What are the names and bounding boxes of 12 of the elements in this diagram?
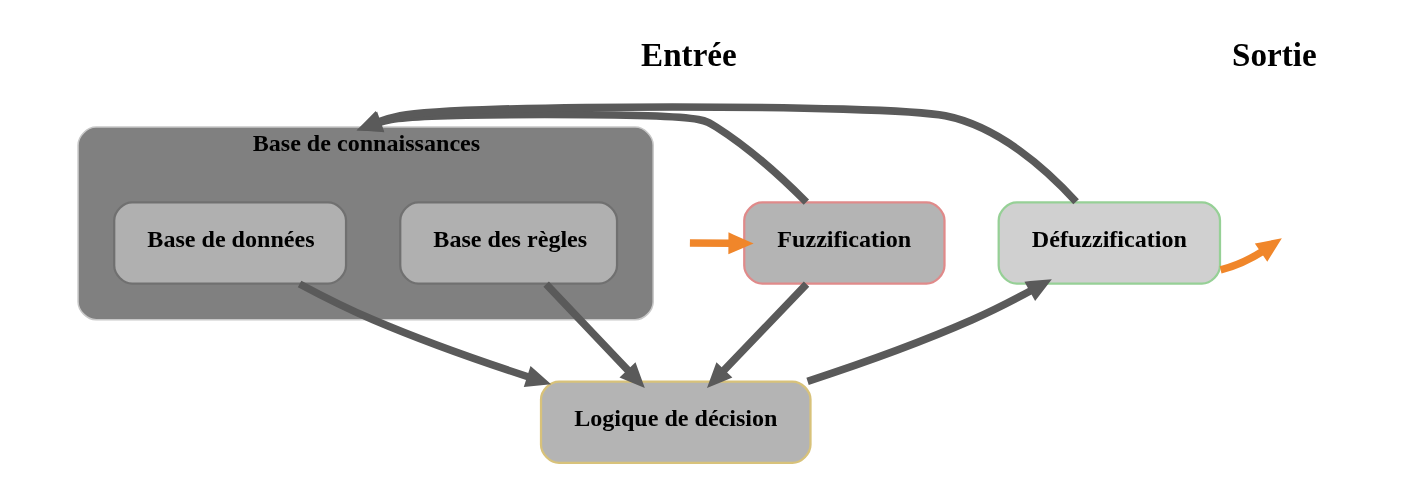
arrow <box>805 279 1052 385</box>
arrow <box>706 281 809 389</box>
node-box: Défuzzification <box>997 201 1221 285</box>
label: Sortie <box>1231 36 1317 74</box>
node-box: Logique de décision <box>539 380 812 464</box>
arrow <box>542 281 645 389</box>
node-box: Fuzzification <box>742 201 946 285</box>
label: Entrée <box>640 36 737 74</box>
node-box: Base des règles <box>398 201 618 285</box>
arrow <box>297 280 551 387</box>
arrow <box>1219 238 1282 274</box>
node-box: Base de données <box>112 201 347 285</box>
